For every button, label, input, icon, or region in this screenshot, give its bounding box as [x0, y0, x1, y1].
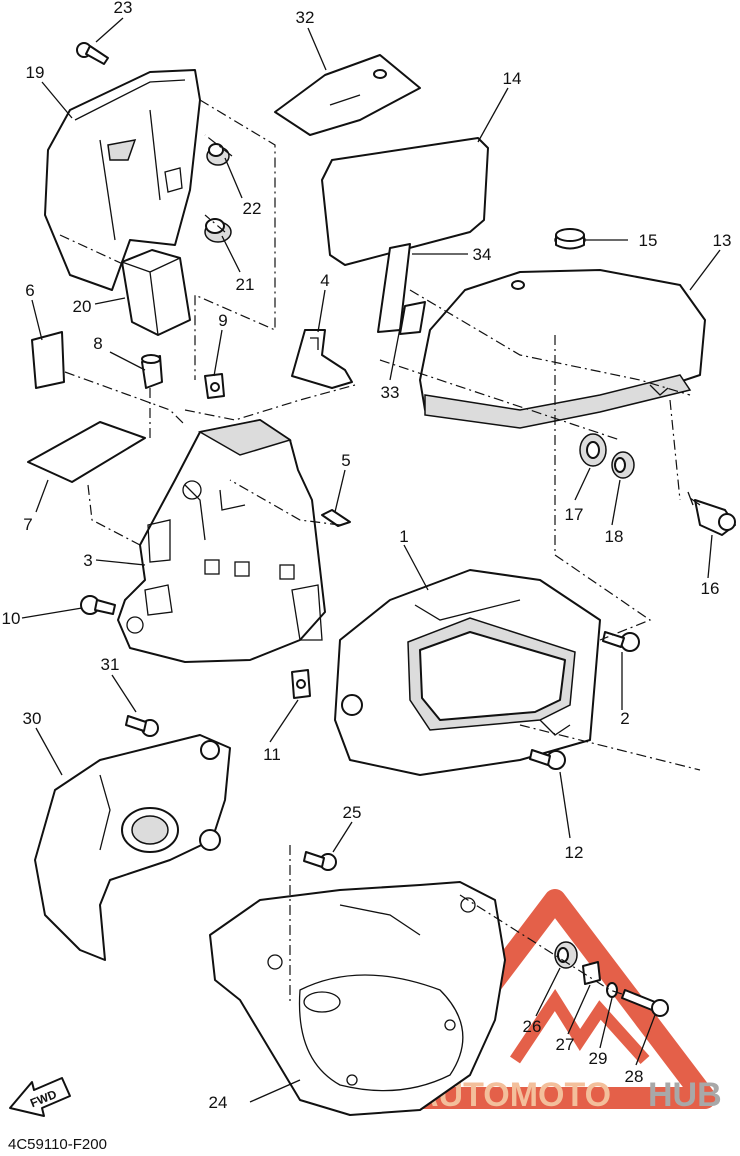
- part-15-cap: [554, 228, 586, 250]
- part-22-grommet: [206, 143, 230, 166]
- part-1-air-cover: [334, 569, 601, 776]
- callout-11: 11: [263, 745, 281, 764]
- callout-5: 5: [341, 451, 350, 470]
- part-9-nut: [204, 373, 225, 399]
- callout-20: 20: [73, 297, 92, 316]
- callout-24: 24: [209, 1093, 228, 1112]
- part-4-bracket: [291, 329, 353, 389]
- callout-32: 32: [296, 8, 315, 27]
- part-14-side-panel: [321, 137, 489, 266]
- callout-17: 17: [565, 505, 584, 524]
- part-30-sprocket-cover: [34, 734, 231, 961]
- part-25-bolt: [303, 851, 337, 871]
- diagram-code: 4C59110-F200: [8, 1136, 107, 1153]
- callout-22: 22: [243, 199, 262, 218]
- part-6-pad: [31, 331, 65, 389]
- callout-numbers: 23 19 32 14 22 21 20 15 13 34 33 4 6 8 9…: [2, 0, 732, 1112]
- callout-14: 14: [503, 69, 522, 88]
- callout-3: 3: [83, 551, 92, 570]
- part-16-lock: [687, 491, 736, 536]
- leader-lines: [21, 17, 721, 1103]
- part-18-collar: [611, 451, 635, 479]
- watermark-text-b: HUB: [648, 1076, 722, 1114]
- callout-30: 30: [23, 709, 42, 728]
- part-8-collar: [141, 354, 163, 389]
- part-3-battery-box: [117, 419, 326, 663]
- part-20-damper: [121, 249, 191, 336]
- part-10-bolt: [80, 595, 116, 615]
- part-12-bolt: [529, 749, 566, 770]
- part-13-cover: [419, 269, 706, 429]
- part-31-bolt: [125, 715, 159, 737]
- part-29-washer: [606, 982, 618, 998]
- part-19-side-cover: [44, 69, 201, 291]
- fwd-arrow: FWD: [9, 1077, 71, 1117]
- part-26-damper: [554, 941, 578, 969]
- alignment-lines: [59, 99, 701, 1005]
- callout-15: 15: [639, 231, 658, 250]
- callout-27: 27: [556, 1035, 575, 1054]
- part-17-grommet: [579, 433, 607, 467]
- callout-8: 8: [93, 334, 102, 353]
- callout-10: 10: [2, 609, 21, 628]
- callout-34: 34: [473, 245, 492, 264]
- callout-13: 13: [713, 231, 732, 250]
- callout-7: 7: [23, 515, 32, 534]
- callout-9: 9: [218, 311, 227, 330]
- callout-25: 25: [343, 803, 362, 822]
- part-28-bolt: [621, 989, 669, 1017]
- callout-29: 29: [589, 1049, 608, 1068]
- callout-19: 19: [26, 63, 45, 82]
- callout-16: 16: [701, 579, 720, 598]
- callout-18: 18: [605, 527, 624, 546]
- callout-21: 21: [236, 275, 255, 294]
- part-7-pad: [27, 421, 146, 483]
- part-23-bolt: [76, 42, 109, 65]
- callout-2: 2: [620, 709, 629, 728]
- callout-26: 26: [523, 1017, 542, 1036]
- part-21-grommet: [204, 218, 232, 243]
- callout-28: 28: [625, 1067, 644, 1086]
- callout-6: 6: [25, 281, 34, 300]
- callout-1: 1: [399, 527, 408, 546]
- part-2-bolt: [602, 631, 640, 652]
- callout-33: 33: [381, 383, 400, 402]
- callout-4: 4: [320, 271, 329, 290]
- part-33-pad: [399, 301, 426, 335]
- callout-12: 12: [565, 843, 584, 862]
- part-32-plate: [274, 54, 421, 136]
- callout-23: 23: [114, 0, 133, 17]
- part-5-pin: [321, 509, 351, 527]
- part-24-crankcase-cover: [209, 881, 506, 1116]
- callout-31: 31: [101, 655, 120, 674]
- part-27-collar: [582, 961, 601, 985]
- part-11-nut: [291, 669, 311, 699]
